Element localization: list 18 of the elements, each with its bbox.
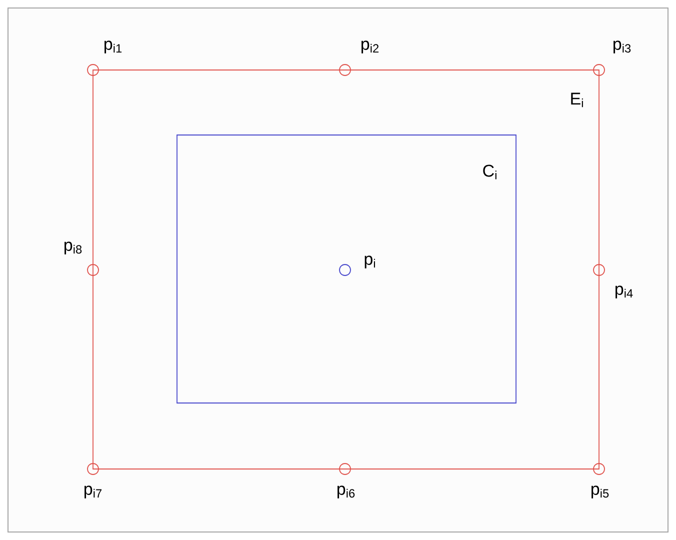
point-label: p$_{i4}$ xyxy=(616,286,633,298)
point-marker xyxy=(87,463,99,475)
point-marker xyxy=(339,64,351,76)
point-marker xyxy=(87,64,99,76)
point-label: p$_{i2}$ xyxy=(362,40,379,54)
point-marker xyxy=(593,264,605,276)
point-label: p$_{i3}$ xyxy=(614,40,631,54)
point-marker xyxy=(339,264,351,276)
point-label: p$_{i5}$ xyxy=(592,486,609,498)
point-label: p$_{i8}$ xyxy=(64,242,82,254)
point-marker xyxy=(87,264,99,276)
point-marker xyxy=(339,463,351,475)
point-label: p$_{i6}$ xyxy=(338,486,355,498)
point-label: p$_{i}$ xyxy=(364,256,375,268)
point-label: p$_{i7}$ xyxy=(84,486,102,498)
point-marker xyxy=(593,463,605,475)
point-marker xyxy=(593,64,605,76)
point-label: p$_{i1}$ xyxy=(104,40,122,54)
